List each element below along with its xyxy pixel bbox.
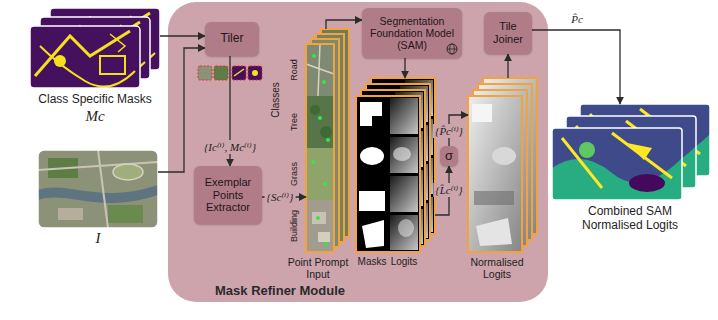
globe-icon xyxy=(446,43,458,55)
image-stack: ClassesRoadTreeGrassBuildingPoint Prompt… xyxy=(306,29,349,252)
box-label: Segmentation Foundation Model (SAM) xyxy=(365,15,459,51)
caption: Point Prompt Input xyxy=(285,256,351,280)
module-background xyxy=(168,2,548,302)
caption: Class Specific Masks xyxy=(15,92,175,106)
connector xyxy=(404,58,405,78)
caption: Logits xyxy=(384,256,424,268)
output-images xyxy=(552,104,710,200)
axis-label: Classes xyxy=(270,65,282,135)
image-stack: Combined SAM Normalised Logits xyxy=(552,104,710,200)
connector xyxy=(507,54,508,78)
module-title: Mask Refiner Module xyxy=(215,283,415,298)
box-label: Tiler xyxy=(221,32,244,46)
point-prompt-panels xyxy=(306,29,349,252)
edge-label: P̂c xyxy=(569,12,585,26)
input-image: I xyxy=(38,150,158,228)
class-label: Road xyxy=(288,45,300,95)
image-stack: MasksLogits xyxy=(356,78,435,252)
normalised-logit-panels xyxy=(468,78,537,252)
process-box: Tile Joiner xyxy=(484,12,532,54)
connector xyxy=(326,20,362,29)
class-label: Tree xyxy=(288,97,300,147)
mask-logit-panels xyxy=(356,78,435,252)
caption: Combined SAM Normalised Logits xyxy=(570,204,690,232)
edge-label: {Sc⁽ⁱ⁾} xyxy=(265,190,296,204)
math-symbol: Mc xyxy=(75,108,115,125)
edge-label: {L̂c⁽ⁱ⁾} xyxy=(433,183,464,197)
box-label: Tile Joiner xyxy=(487,20,529,45)
box-label: σ xyxy=(445,149,453,164)
edge-label: {P̂c⁽ⁱ⁾} xyxy=(433,124,465,138)
mask-images xyxy=(30,8,160,88)
process-box: Tiler xyxy=(205,22,259,56)
caption: Masks xyxy=(352,256,392,268)
image-stack: Normalised Logits xyxy=(468,78,537,252)
operator-box: σ xyxy=(440,146,458,166)
mask-stack: Class Specific MasksMc xyxy=(30,8,160,88)
connector xyxy=(160,35,205,36)
caption: Normalised Logits xyxy=(462,256,532,280)
connector xyxy=(158,48,205,172)
process-box: Exemplar Points Extractor xyxy=(194,166,262,224)
connector xyxy=(532,30,620,104)
box-label: Exemplar Points Extractor xyxy=(197,176,259,214)
class-label: Building xyxy=(288,201,300,251)
edge-label: {Ic⁽ⁱ⁾, Mc⁽ⁱ⁾} xyxy=(202,140,258,154)
math-symbol: I xyxy=(78,230,118,247)
satellite-image xyxy=(38,150,158,228)
